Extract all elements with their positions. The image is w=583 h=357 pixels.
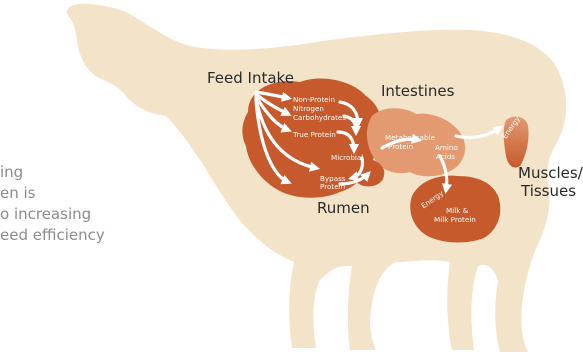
milk-protein-label: Milk Protein (434, 215, 476, 224)
true-protein-label: True Protein (292, 130, 336, 139)
microbial-label: Microbial (331, 153, 363, 162)
muscles-label: Muscles/ (518, 164, 583, 182)
carbohydrates-label: Carbohydrates (293, 113, 346, 122)
nitrogen-label: Nitrogen (293, 104, 324, 113)
tissues-label: Tissues (520, 182, 576, 200)
intestines-label: Intestines (381, 82, 455, 100)
milk-label: Milk & (446, 206, 469, 215)
npn-label: Non-Protein (293, 95, 335, 104)
metabolisable-protein-label: Protein (388, 142, 413, 151)
amino-label: Amino (435, 143, 458, 152)
metabolisable-label: Metabolisable (385, 133, 436, 142)
acids-label: Acids (436, 152, 455, 161)
rumen-label: Rumen (317, 199, 370, 217)
feed-intake-label: Feed Intake (207, 69, 294, 87)
bypass-protein-label: Protein (320, 182, 345, 191)
